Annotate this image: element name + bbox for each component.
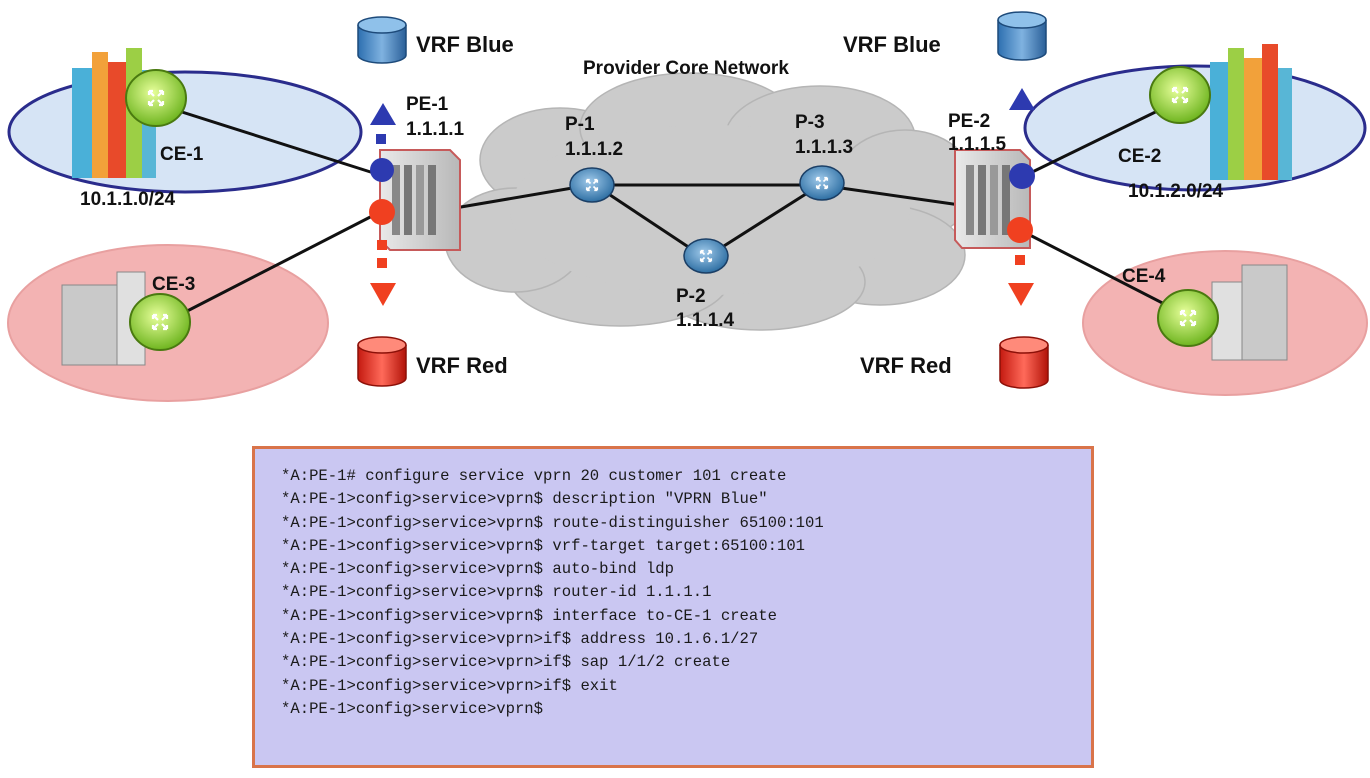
ce1-name: CE-1 xyxy=(160,144,204,165)
pe2-ip: 1.1.1.5 xyxy=(948,134,1007,155)
cli-line: *A:PE-1>config>service>vprn>if$ exit xyxy=(281,676,618,695)
pe1-ip: 1.1.1.1 xyxy=(406,119,465,140)
provider-core-cloud xyxy=(444,72,976,331)
ce2-subnet: 10.1.2.0/24 xyxy=(1128,181,1224,202)
pe1-name: PE-1 xyxy=(406,94,449,115)
title: Provider Core Network xyxy=(583,58,789,79)
ce1-subnet: 10.1.1.0/24 xyxy=(80,189,176,210)
ce3-router-icon xyxy=(129,293,191,351)
vrf-blue-db-icon xyxy=(357,16,407,64)
pe1-vrf-blue-marker xyxy=(370,103,396,182)
cli-line: *A:PE-1>config>service>vprn>if$ address … xyxy=(281,630,759,649)
ce3-name: CE-3 xyxy=(152,274,195,295)
cli-line: *A:PE-1>config>service>vprn$ route-disti… xyxy=(281,513,824,532)
p3-name: P-3 xyxy=(795,112,825,133)
vrf-blue-db-icon xyxy=(997,11,1047,61)
building-icon xyxy=(61,271,146,366)
ce2-router-icon xyxy=(1149,66,1211,124)
p1-name: P-1 xyxy=(565,114,595,135)
cli-line: *A:PE-1>config>service>vprn$ xyxy=(281,699,544,718)
links xyxy=(159,98,1181,327)
pe2-vrf-blue-marker xyxy=(1009,88,1035,189)
cli-line: *A:PE-1>config>service>vprn$ description… xyxy=(281,490,768,509)
cli-line: *A:PE-1>config>service>vprn$ router-id 1… xyxy=(281,583,712,602)
vrf-blue-label-left: VRF Blue xyxy=(416,32,514,57)
p1-ip: 1.1.1.2 xyxy=(565,139,623,160)
ce4-router-icon xyxy=(1157,289,1219,347)
ce4-name: CE-4 xyxy=(1122,266,1166,287)
cli-line: *A:PE-1>config>service>vprn$ auto-bind l… xyxy=(281,560,675,579)
cli-config-panel: *A:PE-1# configure service vprn 20 custo… xyxy=(252,446,1094,768)
ce1-router-icon xyxy=(125,69,187,127)
cli-line: *A:PE-1>config>service>vprn$ vrf-target … xyxy=(281,536,806,555)
vrf-red-db-icon xyxy=(999,336,1049,389)
p2-router-icon xyxy=(683,238,729,274)
p3-ip: 1.1.1.3 xyxy=(795,137,853,158)
pe1-vrf-red-marker xyxy=(369,199,396,306)
vrf-red-db-icon xyxy=(357,336,407,387)
pe2-vrf-red-marker xyxy=(1007,217,1034,306)
p2-name: P-2 xyxy=(676,286,706,307)
vrf-blue-label-right: VRF Blue xyxy=(843,32,941,57)
cli-line: *A:PE-1>config>service>vprn$ interface t… xyxy=(281,606,777,625)
p1-router-icon xyxy=(569,167,615,203)
p3-router-icon xyxy=(799,165,845,201)
building-icon xyxy=(1210,44,1292,180)
p2-ip: 1.1.1.4 xyxy=(676,310,735,331)
ce2-name: CE-2 xyxy=(1118,146,1161,167)
cli-line: *A:PE-1>config>service>vprn>if$ sap 1/1/… xyxy=(281,653,731,672)
vrf-red-label-left: VRF Red xyxy=(416,353,508,378)
pe2-name: PE-2 xyxy=(948,111,990,132)
vrf-red-label-right: VRF Red xyxy=(860,353,952,378)
cli-line: *A:PE-1# configure service vprn 20 custo… xyxy=(281,467,787,485)
